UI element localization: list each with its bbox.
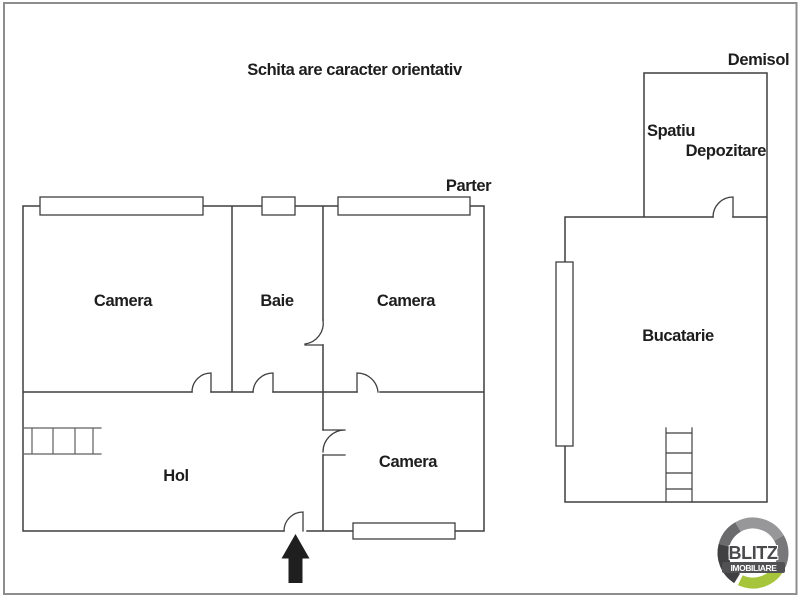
logo-subtitle-band bbox=[722, 562, 785, 573]
room-label-camera-left: Camera bbox=[94, 292, 153, 310]
logo-ring-gray-top bbox=[735, 517, 784, 542]
entrance-door-arc bbox=[283, 511, 304, 532]
ladder-icon bbox=[665, 427, 693, 503]
logo-ring-gray-right bbox=[774, 535, 789, 568]
logo-ring-gray-left bbox=[718, 522, 742, 547]
room-label-camera-bottom-right: Camera bbox=[379, 453, 438, 471]
room-label-depozitare: Depozitare bbox=[686, 142, 767, 160]
door-arc bbox=[304, 319, 324, 346]
room-label-hol: Hol bbox=[163, 467, 188, 485]
window bbox=[352, 522, 456, 540]
room-label-bucatarie: Bucatarie bbox=[642, 327, 714, 345]
window bbox=[337, 196, 471, 216]
image-frame bbox=[3, 2, 798, 595]
orientation-note: Schita are caracter orientativ bbox=[247, 61, 463, 79]
door-arc bbox=[322, 429, 346, 456]
demisol-floor-label: Demisol bbox=[728, 51, 789, 69]
demisol-floorplan bbox=[555, 72, 768, 503]
door-arc bbox=[356, 372, 379, 393]
logo-brand-text: BLITZ bbox=[729, 543, 778, 563]
logo-subtitle-text: IMOBILIARE bbox=[730, 563, 777, 573]
door-arc bbox=[712, 196, 734, 218]
parter-floor-label: Parter bbox=[446, 177, 492, 195]
entrance-arrow bbox=[281, 534, 310, 583]
demisol-walls bbox=[564, 72, 768, 503]
parter-walls bbox=[22, 205, 485, 532]
room-label-spatiu: Spatiu bbox=[647, 122, 695, 140]
window bbox=[555, 261, 574, 447]
parter-floorplan bbox=[22, 196, 485, 540]
window bbox=[261, 196, 296, 216]
door-arc bbox=[191, 372, 212, 393]
blitz-imobiliare-logo: BLITZ IMOBILIARE bbox=[717, 517, 789, 589]
stairs-icon bbox=[22, 427, 102, 455]
door-arc bbox=[252, 372, 274, 393]
room-label-camera-top-right: Camera bbox=[377, 292, 436, 310]
labels: Schita are caracter orientativ Parter De… bbox=[94, 51, 790, 485]
window bbox=[39, 196, 204, 216]
room-label-baie: Baie bbox=[260, 292, 293, 310]
